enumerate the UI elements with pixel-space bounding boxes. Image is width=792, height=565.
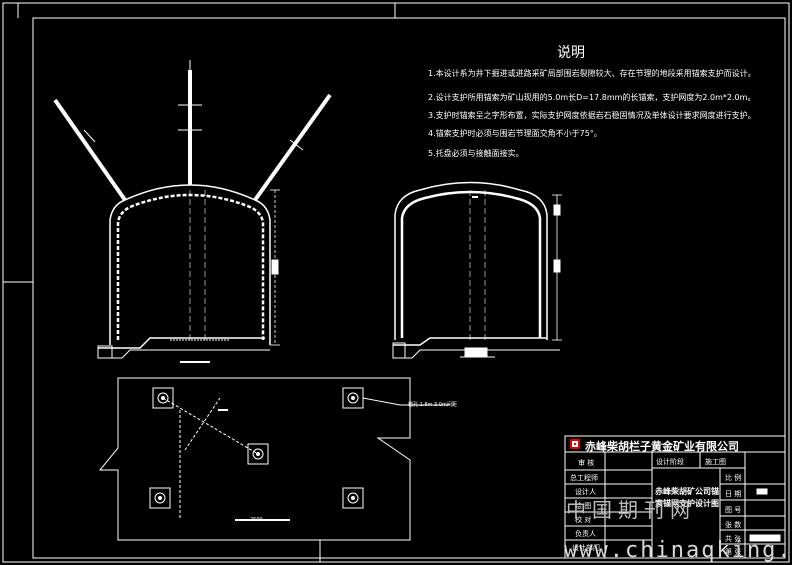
company-logo: [570, 439, 580, 449]
note-item-1: 1.本设计系为井下掘进或进路采矿局部围岩裂隙较大、存在节理的地段采用锚索支护而设…: [428, 69, 756, 78]
note-item-5: 5.托盘必须与接触面接实。: [428, 149, 524, 158]
notes-title: 说明: [557, 45, 585, 61]
bolt-head: [152, 387, 174, 409]
tb-right-2: 日 期: [725, 490, 742, 498]
bolt-leader-label: 锚孔 1.8m 3.0m间距: [408, 402, 457, 408]
drawing-name: 赤峰柴胡矿公司锚索锚网支护设计图: [655, 487, 719, 508]
title-block-lines: [564, 435, 786, 559]
bolt-head: [247, 443, 269, 465]
watermark-cn: 中国期刊网: [566, 498, 696, 522]
tb-right-3: 图 号: [725, 506, 742, 514]
tb-right-1: 比 例: [725, 474, 742, 482]
right-tunnel-section: [392, 181, 562, 359]
tb-right-4: 张 数: [725, 521, 742, 529]
tb-row-5: 校 对: [575, 516, 592, 524]
plan-view: [98, 377, 450, 541]
tb-row-7: 设计部门: [572, 544, 600, 552]
note-item-2: 2.设计支护所用锚索为矿山现用的5.0m长D=17.8mm的长锚索，支护网度为2…: [428, 93, 756, 102]
plan-dimension: 2500: [250, 517, 263, 523]
design-stage-label: 设计阶段: [656, 458, 684, 466]
bolt-head: [342, 487, 364, 509]
design-stage-value: 施工图: [705, 458, 726, 466]
tb-row-6: 负责人: [575, 530, 596, 538]
tb-row-2: 总工程师: [570, 474, 598, 482]
bolt-head: [149, 487, 171, 509]
note-item-4: 4.锚索支护时必须与围岩节理面交角不小于75°。: [428, 129, 602, 138]
tb-right-5: 共 张: [725, 535, 742, 543]
inner-frame: [32, 17, 786, 559]
tb-row-1: 审 核: [578, 459, 595, 467]
watermark-url: www.chinaqking.com: [564, 538, 792, 563]
tb-row-4: 绘 图: [575, 502, 592, 510]
bolt-head: [342, 387, 364, 409]
note-item-3: 3.支护时锚索呈之字形布置，实际支护网度依据岩石稳固情况及单体设计要求网度进行支…: [428, 111, 756, 120]
tb-right-6: 第 张: [725, 548, 742, 556]
tb-row-3: 设计人: [575, 488, 596, 496]
left-tunnel-section: [53, 60, 332, 363]
company-name: 赤峰柴胡栏子黄金矿业有限公司: [585, 440, 739, 453]
